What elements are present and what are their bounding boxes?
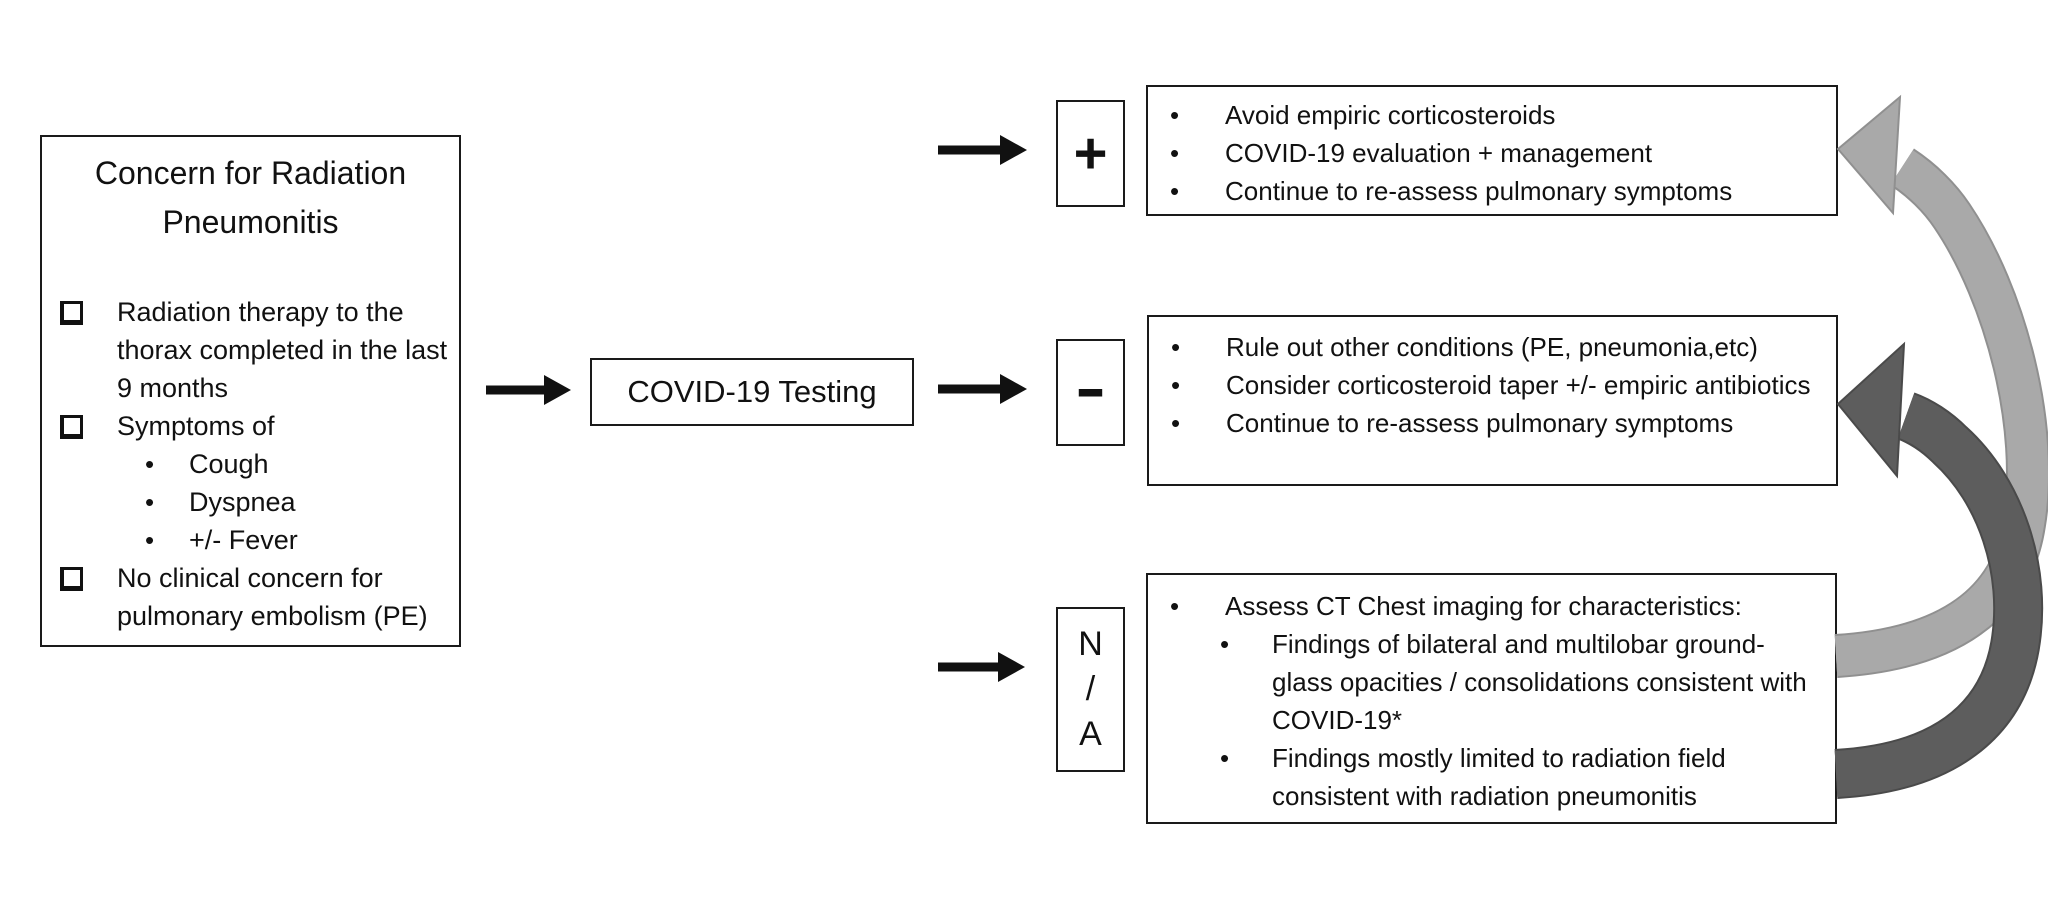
arrow-test-to-negative bbox=[938, 374, 1027, 404]
bullet-icon: • bbox=[1220, 743, 1230, 773]
criteria-item: Radiation therapy to the thorax complete… bbox=[42, 293, 449, 407]
action-subitem: • Findings of bilateral and multilobar g… bbox=[1148, 625, 1823, 739]
action-item: • Continue to re-assess pulmonary sympto… bbox=[1148, 172, 1824, 210]
na-actions-list: • Assess CT Chest imaging for characteri… bbox=[1148, 587, 1835, 815]
action-item: • Assess CT Chest imaging for characteri… bbox=[1148, 587, 1823, 625]
flow-node-concern: Concern for Radiation Pneumonitis Radiat… bbox=[40, 135, 461, 647]
flow-node-negative-actions: • Rule out other conditions (PE, pneumon… bbox=[1147, 315, 1838, 486]
bullet-icon: • bbox=[1220, 629, 1230, 659]
action-subtext: Findings of bilateral and multilobar gro… bbox=[1272, 629, 1807, 735]
bullet-icon: • bbox=[145, 525, 155, 555]
action-item: • Rule out other conditions (PE, pneumon… bbox=[1149, 328, 1824, 366]
bullet-icon: • bbox=[145, 487, 155, 517]
action-text: Assess CT Chest imaging for characterist… bbox=[1225, 591, 1742, 621]
bullet-icon: • bbox=[1170, 100, 1180, 130]
checkbox-icon bbox=[60, 301, 83, 325]
action-item: • Avoid empiric corticosteroids bbox=[1148, 96, 1824, 134]
action-item: • COVID-19 evaluation + management bbox=[1148, 134, 1824, 172]
arrow-test-to-positive bbox=[938, 135, 1027, 165]
symptom-sublist: • Cough • Dyspnea • +/- Fever bbox=[117, 445, 449, 559]
arrow-start-to-test bbox=[486, 375, 571, 405]
flow-node-positive-result: + bbox=[1056, 100, 1125, 207]
bullet-icon: • bbox=[1170, 591, 1180, 621]
bullet-icon: • bbox=[1170, 176, 1180, 206]
flow-node-positive-actions: • Avoid empiric corticosteroids • COVID-… bbox=[1146, 85, 1838, 216]
criteria-item: Symptoms of • Cough • Dyspnea • +/- Feve… bbox=[42, 407, 449, 559]
bullet-icon: • bbox=[1170, 138, 1180, 168]
flow-node-na-actions: • Assess CT Chest imaging for characteri… bbox=[1146, 573, 1837, 824]
symptom-text: Dyspnea bbox=[189, 487, 296, 517]
negative-actions-list: • Rule out other conditions (PE, pneumon… bbox=[1149, 328, 1836, 442]
checkbox-icon bbox=[60, 567, 83, 591]
curved-arrow-na-to-negative bbox=[1834, 341, 2044, 799]
na-symbol: N / A bbox=[1078, 625, 1103, 753]
symptom-text: Cough bbox=[189, 449, 269, 479]
criteria-item-text: Symptoms of bbox=[117, 411, 275, 441]
checkbox-icon bbox=[60, 415, 83, 439]
symptom-item: • +/- Fever bbox=[117, 521, 449, 559]
action-text: Rule out other conditions (PE, pneumonia… bbox=[1226, 332, 1758, 362]
symptom-text: +/- Fever bbox=[189, 525, 298, 555]
curved-arrow-na-to-positive bbox=[1834, 94, 2048, 678]
bullet-icon: • bbox=[145, 449, 155, 479]
bullet-icon: • bbox=[1171, 408, 1181, 438]
start-box-title: Concern for Radiation Pneumonitis bbox=[94, 155, 407, 240]
positive-symbol: + bbox=[1073, 121, 1108, 186]
flow-node-na-result: N / A bbox=[1056, 607, 1125, 772]
action-subitem: • Findings mostly limited to radiation f… bbox=[1148, 739, 1823, 815]
flow-node-negative-result: - bbox=[1056, 332, 1125, 446]
symptom-item: • Dyspnea bbox=[117, 483, 449, 521]
action-text: COVID-19 evaluation + management bbox=[1225, 138, 1653, 168]
covid-testing-label: COVID-19 Testing bbox=[627, 374, 877, 409]
action-text: Consider corticosteroid taper +/- empiri… bbox=[1226, 370, 1811, 400]
positive-actions-list: • Avoid empiric corticosteroids • COVID-… bbox=[1148, 96, 1836, 210]
action-subtext: Findings mostly limited to radiation fie… bbox=[1272, 743, 1726, 811]
criteria-item: No clinical concern for pulmonary emboli… bbox=[42, 559, 449, 635]
bullet-icon: • bbox=[1171, 332, 1181, 362]
flow-node-covid-testing: COVID-19 Testing bbox=[590, 358, 914, 426]
criteria-item-text: No clinical concern for pulmonary emboli… bbox=[117, 563, 428, 631]
action-text: Avoid empiric corticosteroids bbox=[1225, 100, 1556, 130]
symptom-item: • Cough bbox=[117, 445, 449, 483]
negative-symbol: - bbox=[1074, 331, 1107, 439]
action-item: • Continue to re-assess pulmonary sympto… bbox=[1149, 404, 1824, 442]
criteria-item-text: Radiation therapy to the thorax complete… bbox=[117, 297, 448, 403]
action-item: • Consider corticosteroid taper +/- empi… bbox=[1149, 366, 1824, 404]
action-text: Continue to re-assess pulmonary symptoms bbox=[1226, 408, 1734, 438]
action-text: Continue to re-assess pulmonary symptoms bbox=[1225, 176, 1733, 206]
arrow-test-to-na bbox=[938, 652, 1025, 682]
criteria-checklist: Radiation therapy to the thorax complete… bbox=[42, 293, 459, 635]
bullet-icon: • bbox=[1171, 370, 1181, 400]
